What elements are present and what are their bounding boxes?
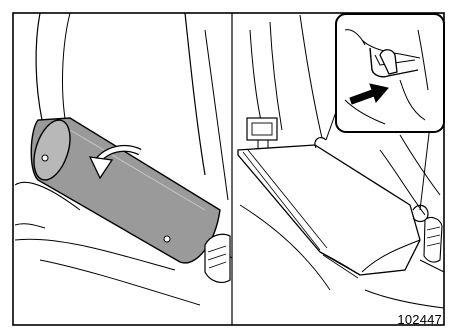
buckle-icon <box>205 234 230 282</box>
seatbelt-buckle-icon <box>247 118 277 150</box>
detail-inset <box>336 14 444 132</box>
right-panel <box>238 14 444 308</box>
callout-line <box>420 125 430 210</box>
figure-id-label: 102447 <box>397 312 442 327</box>
lower-buckle-icon <box>424 218 442 263</box>
fold-down-panel <box>238 145 420 278</box>
left-panel <box>15 13 232 305</box>
